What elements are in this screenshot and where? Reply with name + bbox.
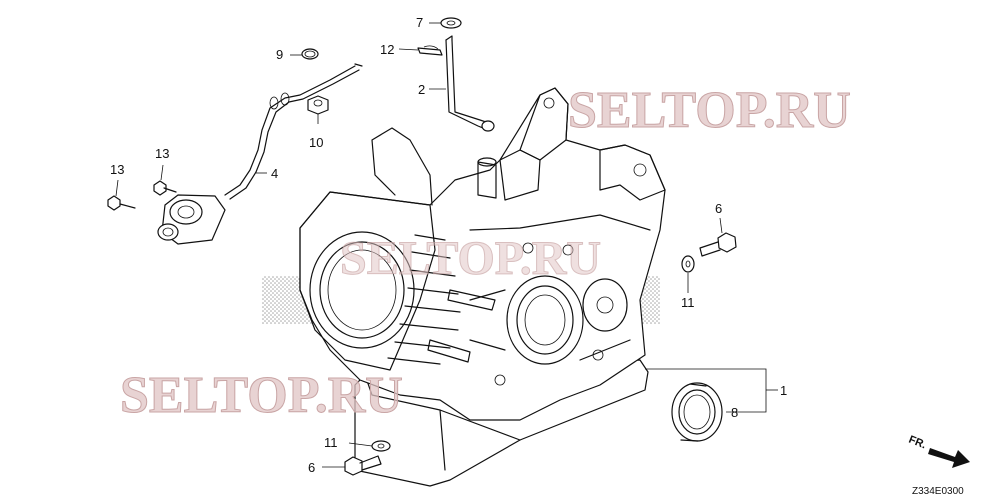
nut-part-10 xyxy=(307,95,329,115)
front-direction-indicator: FR. xyxy=(907,434,970,468)
front-label: FR. xyxy=(907,434,928,452)
bolt-part-13-upper xyxy=(153,180,177,196)
callout-7: 7 xyxy=(416,15,423,30)
clip-part-12 xyxy=(417,45,443,56)
watermark-bottom: SELTOP.RU xyxy=(120,367,403,424)
callout-10: 10 xyxy=(309,135,323,150)
bolt-part-6-bottom xyxy=(344,455,382,476)
watermark-center: SELTOP.RU xyxy=(340,232,601,285)
front-arrow-icon xyxy=(928,448,970,468)
bolt-part-13-lower xyxy=(107,195,136,211)
callout-11-right: 11 xyxy=(681,295,695,310)
watermark-top: SELTOP.RU xyxy=(568,82,851,139)
washer-part-11-bottom xyxy=(371,440,391,452)
callout-13-upper: 13 xyxy=(155,146,169,161)
washer-part-7 xyxy=(440,17,462,29)
governor-rod-part-2 xyxy=(445,35,495,132)
diagram-code: Z334E0300 xyxy=(912,486,964,497)
callout-13-lower: 13 xyxy=(110,162,124,177)
callout-6-right: 6 xyxy=(715,201,722,216)
bolt-part-6-right xyxy=(699,232,737,257)
oil-seal-part-8 xyxy=(671,382,723,442)
callout-6-bottom: 6 xyxy=(308,460,315,475)
callout-4: 4 xyxy=(271,166,278,181)
callout-12: 12 xyxy=(380,42,394,57)
leader-lines xyxy=(115,22,778,468)
o-ring-part-9 xyxy=(301,48,319,60)
crankcase-body xyxy=(299,87,666,487)
callout-1: 1 xyxy=(780,383,787,398)
callout-11-bottom: 11 xyxy=(324,435,338,450)
callout-2: 2 xyxy=(418,82,425,97)
tube-part-4 xyxy=(157,63,363,245)
callout-8: 8 xyxy=(731,405,738,420)
callout-9: 9 xyxy=(276,47,283,62)
washer-part-11-right xyxy=(681,255,695,273)
